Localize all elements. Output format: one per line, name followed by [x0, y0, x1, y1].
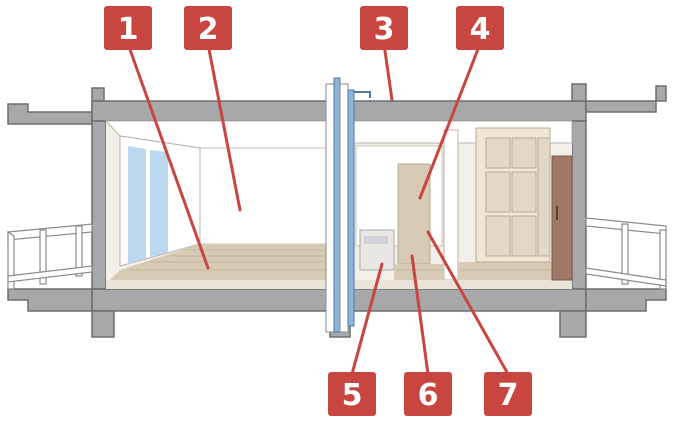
callout-badge-4: 4	[456, 6, 504, 50]
cabinet-door	[511, 137, 537, 169]
cabinet-door	[537, 137, 551, 257]
left-room-back-wall	[199, 147, 331, 245]
cabinet-door	[511, 215, 537, 257]
right-balcony-railing	[585, 217, 667, 290]
leader-line-3	[382, 42, 394, 102]
cabinet-door	[485, 137, 511, 169]
left-room-baseboard	[106, 280, 330, 289]
beam-left	[91, 310, 115, 338]
right-room-floor	[394, 264, 444, 280]
callout-number: 4	[470, 12, 491, 47]
right-room	[349, 120, 573, 289]
leader-line-2	[206, 42, 242, 212]
callout-badge-3: 3	[360, 6, 408, 50]
callout-badge-7: 7	[484, 372, 532, 416]
leader-line-7	[426, 230, 510, 376]
right-upper-parapet	[571, 83, 667, 113]
right-exterior-wall	[571, 120, 587, 290]
cabinet-door	[485, 215, 511, 257]
left-room-window-glass-1	[128, 146, 146, 264]
storage-floor	[458, 262, 572, 280]
entrance-door	[551, 155, 573, 281]
left-exterior-wall	[91, 120, 107, 290]
callout-number: 7	[498, 378, 519, 413]
callout-number: 5	[342, 378, 363, 413]
partition-wall	[443, 129, 459, 281]
left-upper-parapet	[7, 87, 105, 125]
callout-badge-2: 2	[184, 6, 232, 50]
callout-number: 3	[374, 12, 395, 47]
right-lower-balcony	[585, 288, 667, 312]
door-handle	[556, 206, 558, 220]
leader-line-5	[350, 262, 384, 376]
right-room-baseboard	[350, 280, 572, 289]
vanity-basin	[364, 236, 388, 244]
leader-line-4	[418, 42, 482, 200]
callout-badge-1: 1	[104, 6, 152, 50]
callout-number: 1	[118, 12, 139, 47]
interior-door-panel	[397, 163, 431, 265]
left-balcony-railing	[7, 223, 93, 290]
cabinet-door	[485, 171, 511, 213]
roof-pipe	[354, 91, 371, 98]
left-room	[104, 120, 331, 289]
left-room-window-glass-2	[150, 150, 168, 257]
callout-badge-5: 5	[328, 372, 376, 416]
leader-line-1	[126, 42, 210, 270]
cabinet-door	[511, 171, 537, 213]
leader-lines	[126, 42, 510, 376]
leader-line-6	[410, 254, 430, 376]
left-lower-balcony	[7, 288, 93, 312]
beam-right	[559, 310, 587, 338]
callout-number: 6	[418, 378, 439, 413]
party-wall-detail	[325, 77, 371, 333]
callout-number: 2	[198, 12, 219, 47]
callout-badge-6: 6	[404, 372, 452, 416]
